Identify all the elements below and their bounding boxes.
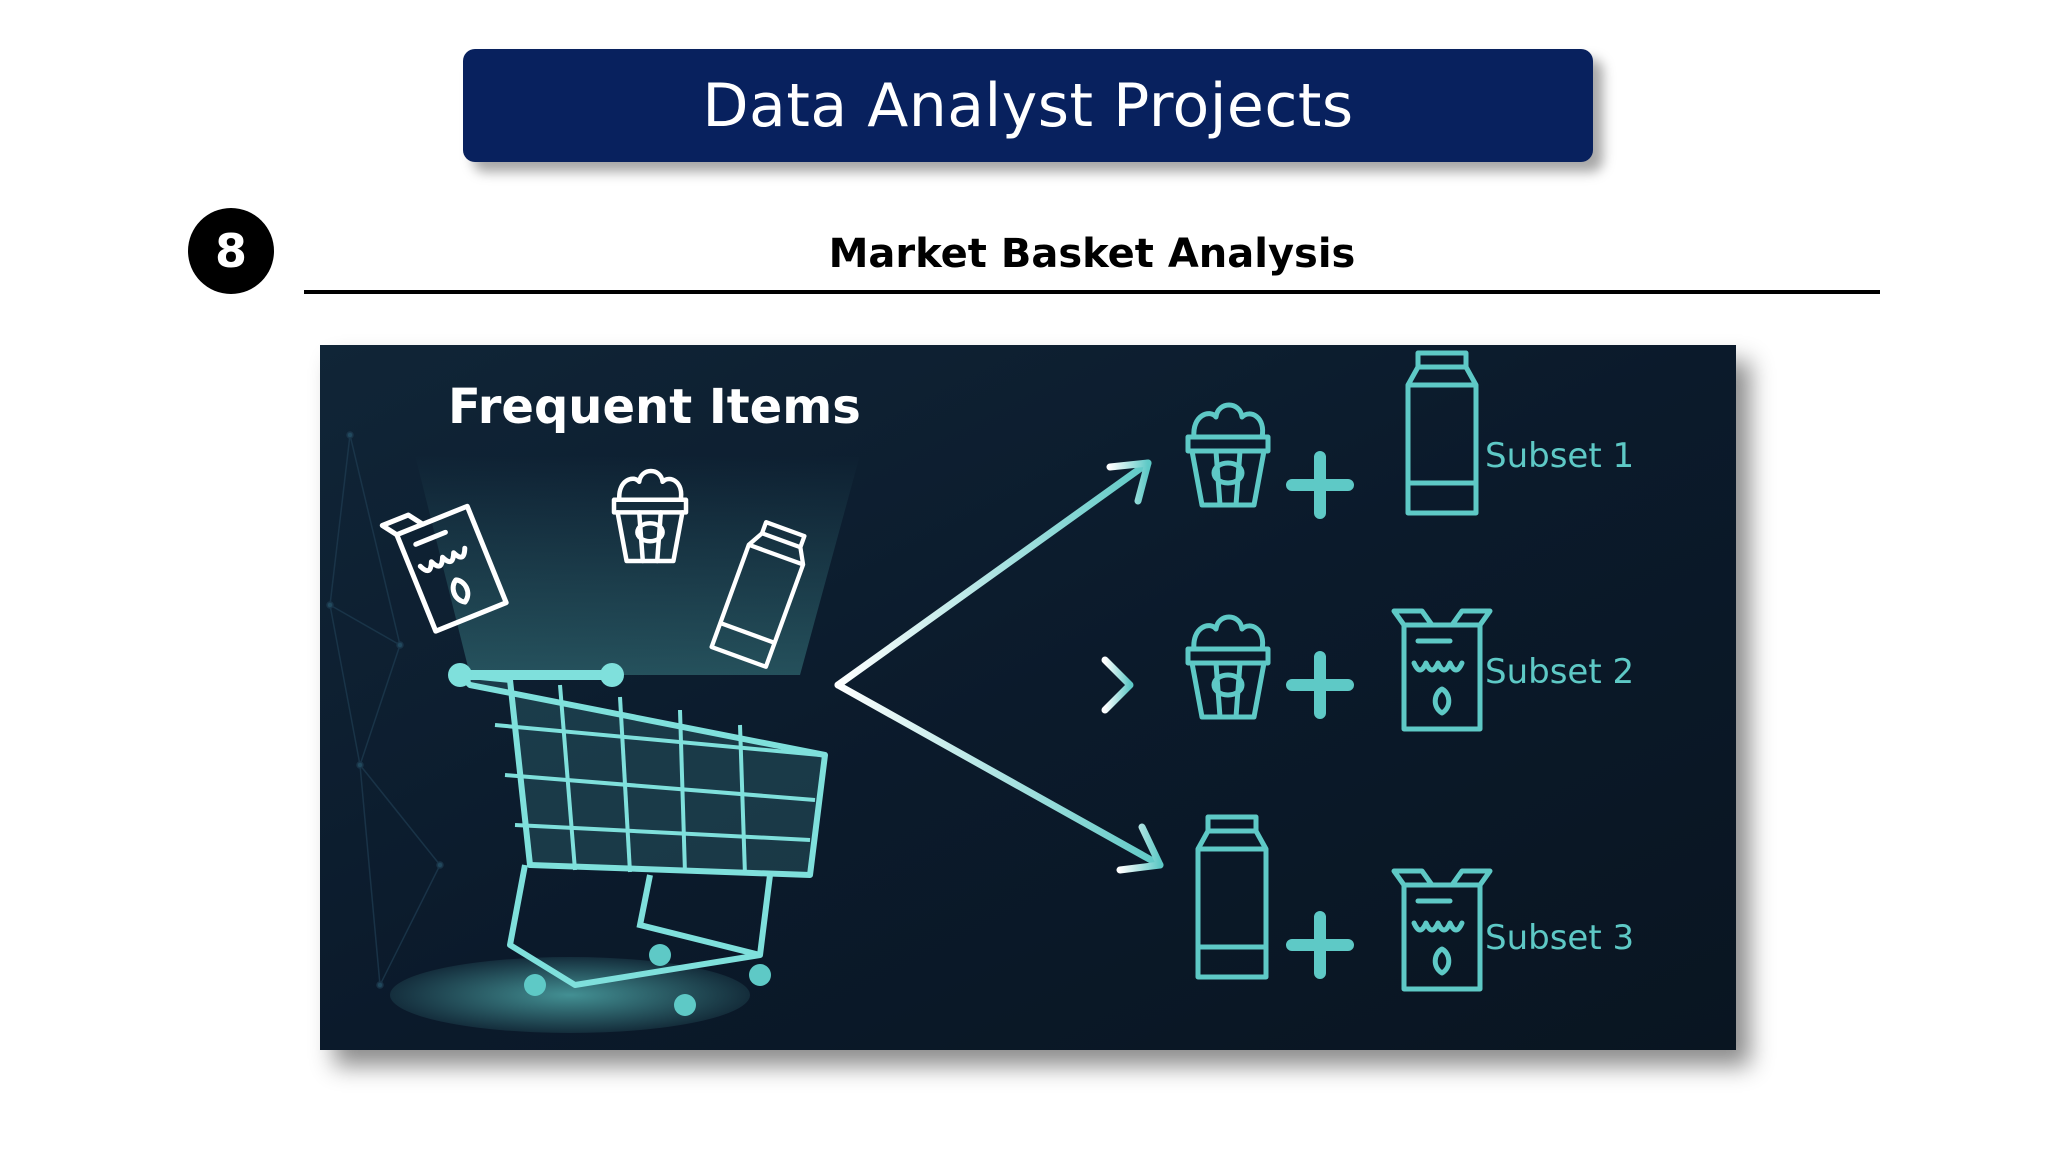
title-banner: Data Analyst Projects — [463, 49, 1593, 162]
illustration-heading: Frequent Items — [448, 379, 861, 435]
shopping-cart-icon — [390, 663, 828, 1033]
subset-1-group: Subset 1 — [1188, 353, 1634, 519]
cereal-box-icon-floating — [379, 503, 509, 634]
arrowhead-3 — [1116, 823, 1164, 874]
plus-icon — [1286, 451, 1354, 519]
arrows — [834, 459, 1164, 874]
subset-3-group: Subset 3 — [1198, 817, 1634, 989]
arrow-to-subset-3 — [834, 681, 1164, 869]
section-divider — [304, 290, 1880, 294]
network-pattern — [326, 431, 444, 989]
arrowhead-1 — [1106, 459, 1152, 505]
section-number-badge: 8 — [188, 208, 274, 294]
page-title: Data Analyst Projects — [702, 70, 1354, 141]
arrowhead-2 — [1101, 656, 1134, 714]
milk-carton-icon-floating — [709, 519, 807, 669]
subset-3-label: Subset 3 — [1485, 918, 1634, 958]
light-beam — [415, 455, 860, 675]
arrow-to-subset-1 — [834, 459, 1152, 689]
subset-2-label: Subset 2 — [1485, 652, 1634, 692]
section-title: Market Basket Analysis — [828, 231, 1356, 277]
plus-icon — [1286, 651, 1354, 719]
plus-icon — [1286, 911, 1354, 979]
subset-1-label: Subset 1 — [1485, 436, 1634, 476]
subset-2-group: Subset 2 — [1188, 611, 1634, 729]
popcorn-icon-floating — [611, 468, 689, 564]
section-number: 8 — [214, 224, 247, 278]
market-basket-illustration: Frequent Items — [320, 345, 1736, 1050]
